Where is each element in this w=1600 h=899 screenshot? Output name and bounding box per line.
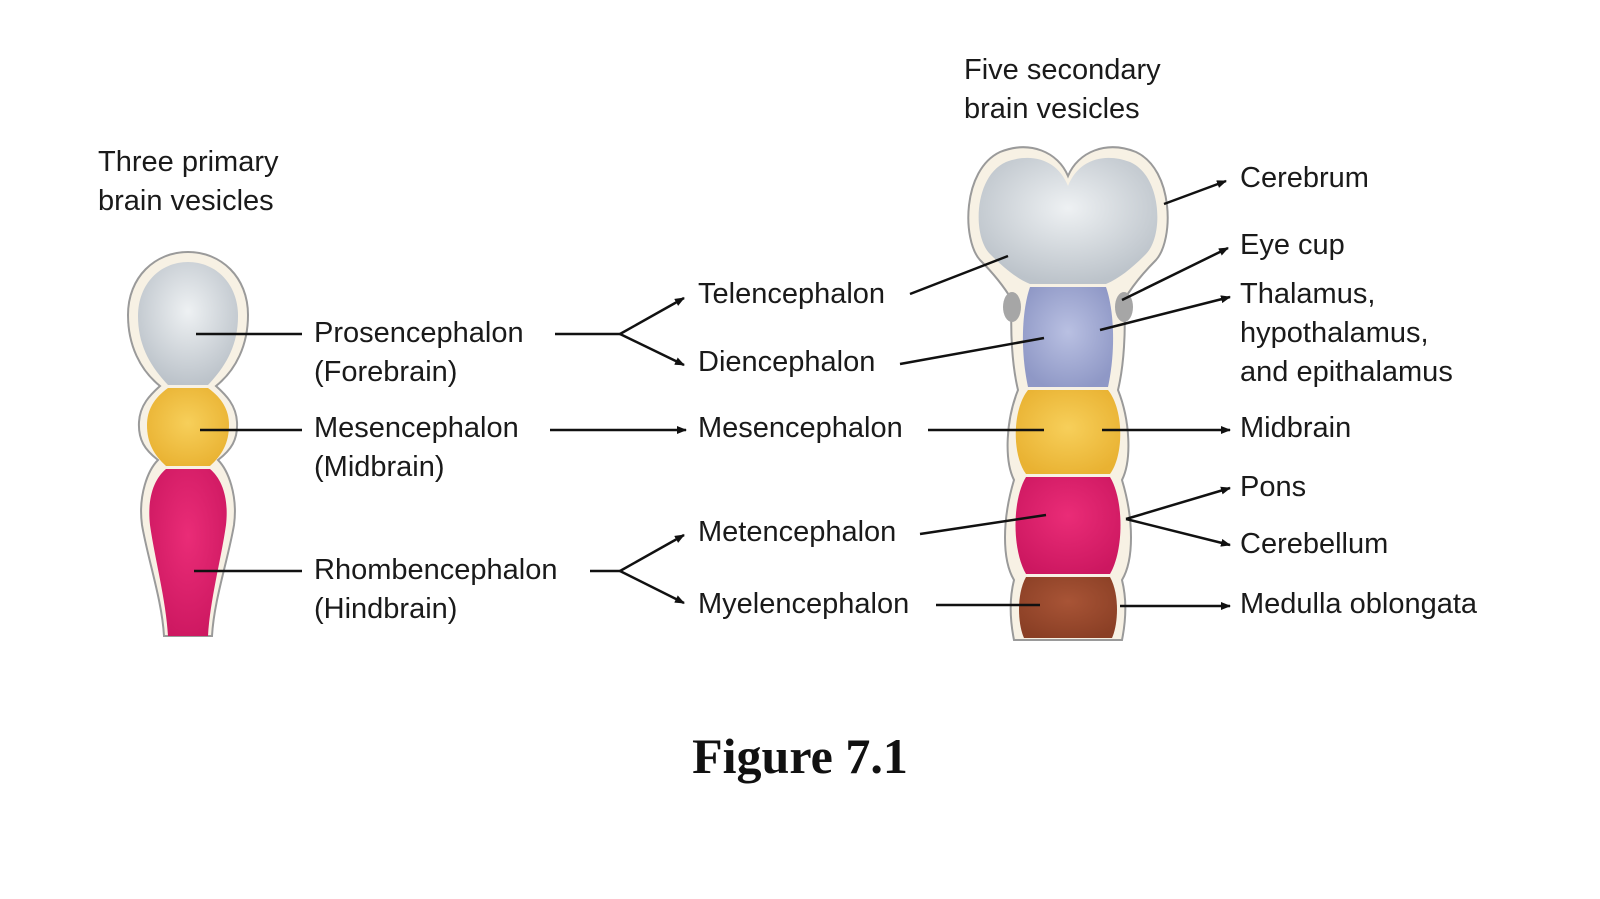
primary-to-secondary-arrows bbox=[550, 296, 687, 605]
leader-diencephalon bbox=[899, 336, 1045, 366]
label-midbrain: Midbrain bbox=[1240, 412, 1352, 444]
label-cerebrum: Cerebrum bbox=[1240, 162, 1369, 194]
primary-vesicle-tube bbox=[126, 250, 250, 637]
label-rhombencephalon: Rhombencephalon (Hindbrain) bbox=[314, 554, 558, 625]
label-eye-cup: Eye cup bbox=[1240, 229, 1345, 261]
diencephalon-shape bbox=[1022, 287, 1114, 387]
label-medulla-oblongata: Medulla oblongata bbox=[1240, 588, 1478, 620]
arrow-to-metencephalon bbox=[619, 533, 685, 573]
heading-secondary-vesicles: Five secondary brain vesicles bbox=[964, 54, 1161, 125]
secondary-vesicle-tube bbox=[967, 146, 1169, 641]
arrow-to-cerebellum bbox=[1125, 517, 1231, 547]
arrow-to-myelencephalon bbox=[619, 569, 685, 605]
label-metencephalon: Metencephalon bbox=[698, 516, 897, 548]
secondary-leader-lines bbox=[899, 254, 1047, 607]
label-diencephalon: Diencephalon bbox=[698, 346, 876, 378]
figure-caption: Figure 7.1 bbox=[692, 728, 908, 784]
label-prosencephalon: Prosencephalon (Forebrain) bbox=[314, 317, 524, 388]
mesencephalon-shape bbox=[147, 388, 229, 466]
label-cerebellum: Cerebellum bbox=[1240, 528, 1389, 560]
arrow-to-telencephalon bbox=[619, 296, 685, 336]
label-myelencephalon: Myelencephalon bbox=[698, 588, 910, 620]
leader-metencephalon bbox=[919, 513, 1047, 536]
telencephalon-shape bbox=[978, 157, 1158, 284]
myelencephalon-shape bbox=[1019, 577, 1117, 638]
arrow-to-thalamus bbox=[1099, 295, 1231, 332]
label-thalamus: Thalamus, hypothalamus, and epithalamus bbox=[1240, 278, 1453, 388]
label-mesencephalon-primary: Mesencephalon (Midbrain) bbox=[314, 412, 519, 483]
arrow-to-cerebrum bbox=[1163, 179, 1227, 206]
primary-leader-lines bbox=[194, 332, 302, 573]
eye-cup-left bbox=[1003, 292, 1021, 322]
arrow-to-pons bbox=[1125, 486, 1231, 521]
eye-cup-right bbox=[1115, 292, 1133, 322]
rhombencephalon-shape bbox=[149, 469, 227, 636]
heading-primary-vesicles: Three primary brain vesicles bbox=[98, 146, 279, 217]
label-pons: Pons bbox=[1240, 471, 1307, 503]
arrow-to-diencephalon bbox=[619, 332, 685, 367]
arrow-to-eye-cup bbox=[1121, 246, 1229, 302]
adult-structure-arrows bbox=[1099, 179, 1231, 610]
leader-telencephalon bbox=[909, 254, 1009, 296]
label-mesencephalon-secondary: Mesencephalon bbox=[698, 412, 903, 444]
metencephalon-shape bbox=[1015, 477, 1121, 574]
mesencephalon-secondary-shape bbox=[1015, 390, 1121, 474]
prosencephalon-shape bbox=[138, 262, 238, 385]
label-telencephalon: Telencephalon bbox=[698, 278, 886, 310]
